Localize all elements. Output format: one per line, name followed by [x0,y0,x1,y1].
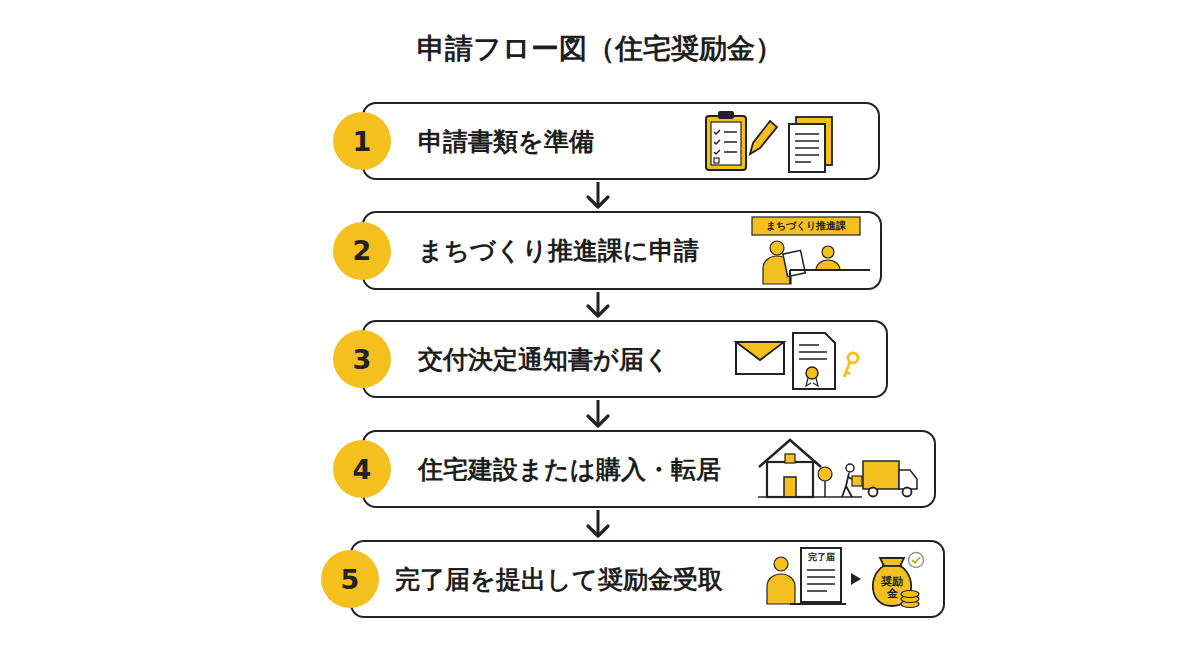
flow-arrow [588,400,608,426]
arrow-head [588,416,608,426]
arrow-head [588,306,608,316]
flow-arrow [588,182,608,207]
illustration-label: まちづくり推進課 [766,221,846,232]
step-number-circle: 1 [333,112,391,170]
arrow-shaft [597,292,600,316]
step-number-circle: 4 [333,440,391,498]
process-box: 完了届を提出して奨励金受取5 [350,540,945,618]
arrow-shaft [597,400,600,426]
process-box: 申請書類を準備1 [362,102,880,180]
process-box: 交付決定通知書が届く3 [362,320,888,398]
step-number: 3 [353,344,372,375]
diagram-title: 申請フロー図（住宅奨励金） [0,30,1200,68]
flow-arrow [588,510,608,536]
arrow-shaft [597,510,600,536]
flow-arrow [588,292,608,316]
illustration-label: 奨励金 [880,576,904,599]
arrow-head [588,197,608,207]
step-text: 申請書類を準備 [418,104,594,178]
step-text: 完了届を提出して奨励金受取 [395,542,723,616]
arrow-shaft [597,182,600,207]
step-text: まちづくり推進課に申請 [418,213,699,288]
step-text: 住宅建設または購入・転居 [418,432,721,506]
step-number-circle: 2 [333,222,391,280]
process-box: 住宅建設または購入・転居4 [362,430,936,508]
step-number: 5 [341,564,360,595]
illustration-label: 完了届 [808,553,835,562]
step-number: 4 [353,454,372,485]
arrow-head [588,526,608,536]
step-number: 2 [353,235,372,266]
step-number-circle: 5 [321,550,379,608]
step-text: 交付決定通知書が届く [418,322,670,396]
step-number-circle: 3 [333,330,391,388]
step-number: 1 [353,126,372,157]
